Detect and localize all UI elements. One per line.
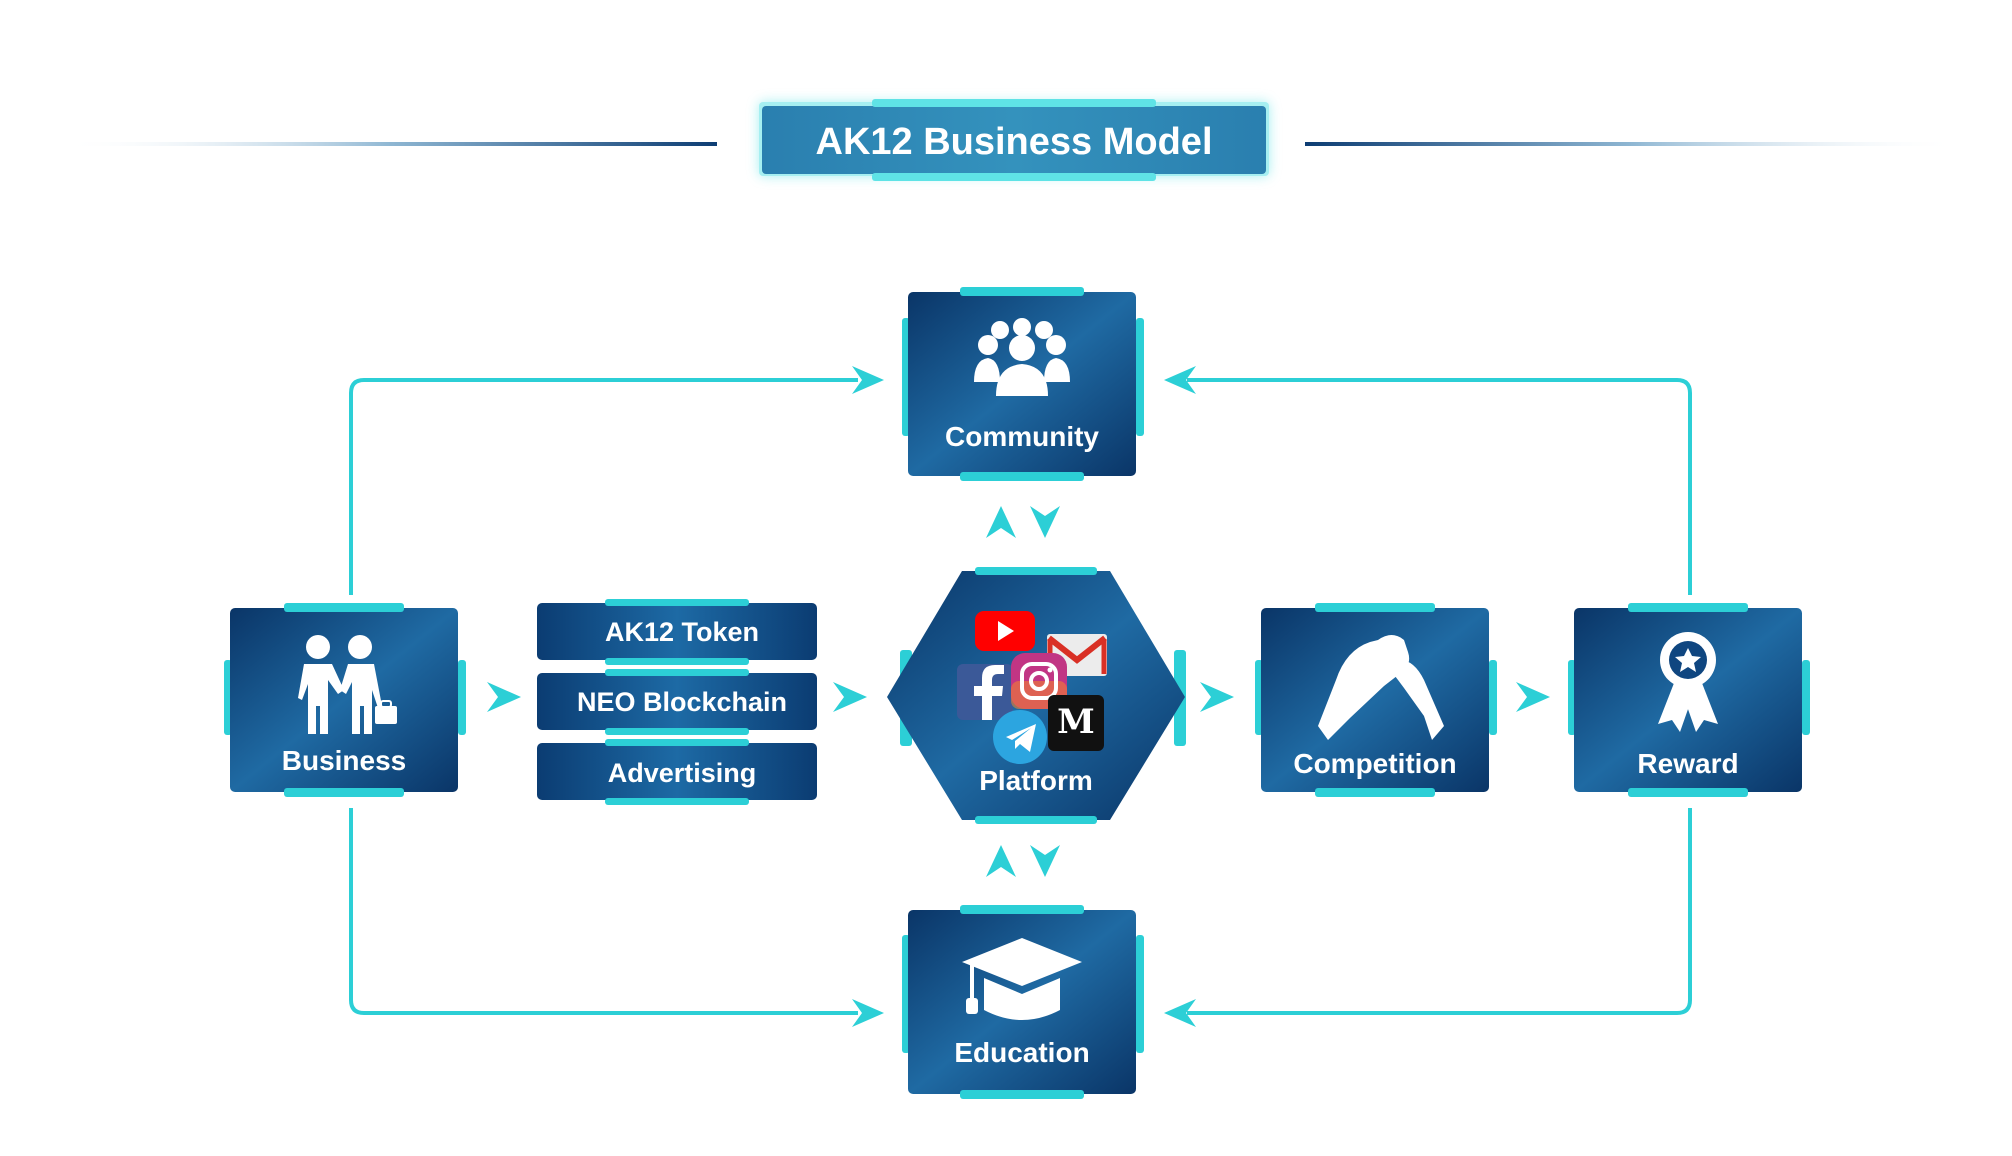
title-line-left: [62, 142, 717, 146]
connector-reward-community: [1187, 378, 1692, 595]
page-title: AK12 Business Model: [816, 121, 1213, 163]
stack-item-blockchain: NEO Blockchain: [537, 669, 817, 735]
graduation-cap-icon: [962, 938, 1082, 1020]
title-bar: [762, 106, 1266, 174]
arrows: [487, 366, 1550, 1027]
stack-label-advertising: Advertising: [608, 758, 757, 788]
arrow-platform-to-competition: [1200, 682, 1234, 712]
telegram-icon: [993, 710, 1047, 764]
title-line-right: [1305, 142, 1960, 146]
arrow-stack-to-platform: [833, 682, 867, 712]
stack-item-advertising: Advertising: [537, 739, 817, 805]
medium-icon: M: [1048, 695, 1104, 751]
education-label: Education: [954, 1037, 1089, 1068]
arrow-to-education-left: [852, 999, 884, 1027]
platform-node: M Platform: [887, 567, 1186, 824]
arrow-to-community-right: [1164, 366, 1196, 394]
title-header: AK12 Business Model: [62, 99, 1960, 181]
reward-label: Reward: [1637, 748, 1738, 779]
community-label: Community: [945, 421, 1099, 452]
handshake-people-icon: [298, 635, 397, 734]
arrow-education-up: [986, 845, 1016, 877]
competition-label: Competition: [1293, 748, 1456, 779]
youtube-icon: [975, 611, 1035, 651]
award-ribbon-icon: [1658, 632, 1718, 732]
business-label: Business: [282, 745, 407, 776]
arm-wrestling-icon: [1318, 635, 1444, 740]
connector-business-community: [349, 378, 858, 595]
arrow-platform-down: [1030, 845, 1060, 877]
stack-pills: AK12 Token NEO Blockchain Advertising: [537, 599, 817, 805]
community-node: Community: [902, 287, 1144, 481]
people-group-icon: [974, 318, 1070, 396]
platform-label: Platform: [979, 765, 1093, 796]
stack-label-blockchain: NEO Blockchain: [577, 687, 787, 717]
arrow-business-to-stack: [487, 682, 521, 712]
arrow-to-education-right: [1164, 999, 1196, 1027]
arrow-community-down: [1030, 506, 1060, 538]
connector-business-education: [349, 808, 858, 1015]
connector-reward-education: [1187, 808, 1692, 1015]
stack-label-token: AK12 Token: [605, 617, 759, 647]
facebook-icon: [957, 664, 1013, 720]
arrow-platform-up: [986, 506, 1016, 538]
arrow-competition-to-reward: [1516, 682, 1550, 712]
competition-node: Competition: [1255, 603, 1497, 797]
svg-text:M: M: [1057, 702, 1095, 742]
business-node: Business: [224, 603, 466, 797]
stack-item-token: AK12 Token: [537, 599, 817, 665]
reward-node: Reward: [1568, 603, 1810, 797]
education-node: Education: [902, 905, 1144, 1099]
connectors: [349, 378, 1692, 1015]
arrow-to-community-left: [852, 366, 884, 394]
